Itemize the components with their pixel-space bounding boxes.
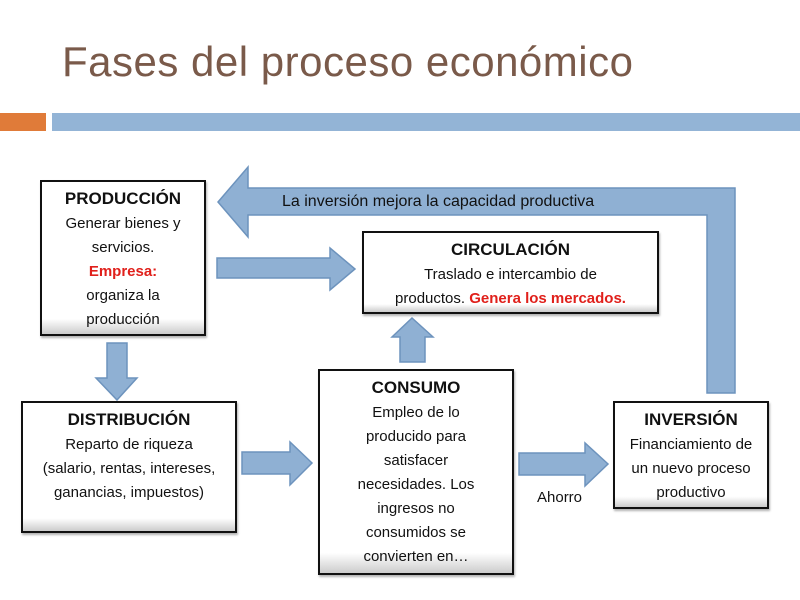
inversion-text: Financiamiento de un nuevo proceso produ… [629, 436, 753, 501]
consumo-text: Empleo de lo producido para satisfacer n… [357, 404, 475, 565]
box-produccion: PRODUCCIÓN Generar bienes y servicios. E… [40, 180, 206, 336]
arrow-distribucion-to-consumo [241, 440, 314, 487]
slide-title: Fases del proceso económico [62, 38, 634, 85]
circulacion-text: Traslado e intercambio de productos. [395, 266, 597, 307]
blue-accent-bar [52, 113, 800, 131]
inversion-heading: INVERSIÓN [644, 410, 738, 429]
box-inversion: INVERSIÓN Financiamiento de un nuevo pro… [613, 401, 769, 509]
circulacion-highlight: Genera los mercados. [469, 290, 626, 307]
orange-accent-bar [0, 113, 46, 131]
arrow-consumo-to-circulacion [390, 316, 435, 363]
produccion-heading: PRODUCCIÓN [64, 189, 182, 208]
feedback-arrow-label: La inversión mejora la capacidad product… [282, 193, 595, 210]
ahorro-label: Ahorro [537, 489, 583, 506]
arrow-produccion-to-circulacion [216, 246, 357, 292]
distribucion-heading: DISTRIBUCIÓN [67, 410, 191, 429]
box-consumo: CONSUMO Empleo de lo producido para sati… [318, 369, 514, 575]
produccion-text: Generar bienes y servicios. [65, 215, 181, 256]
arrow-produccion-to-distribucion [94, 342, 139, 402]
box-circulacion: CIRCULACIÓN Traslado e intercambio de pr… [362, 231, 659, 314]
feedback-arrow [217, 164, 736, 394]
produccion-highlight: Empresa: [88, 263, 158, 280]
circulacion-heading: CIRCULACIÓN [451, 240, 570, 259]
consumo-heading: CONSUMO [371, 378, 461, 397]
box-distribucion: DISTRIBUCIÓN Reparto de riqueza (salario… [21, 401, 237, 533]
distribucion-text: Reparto de riqueza (salario, rentas, int… [42, 436, 216, 501]
arrow-consumo-to-inversion [518, 441, 610, 488]
produccion-text-2: organiza la producción [86, 287, 160, 328]
